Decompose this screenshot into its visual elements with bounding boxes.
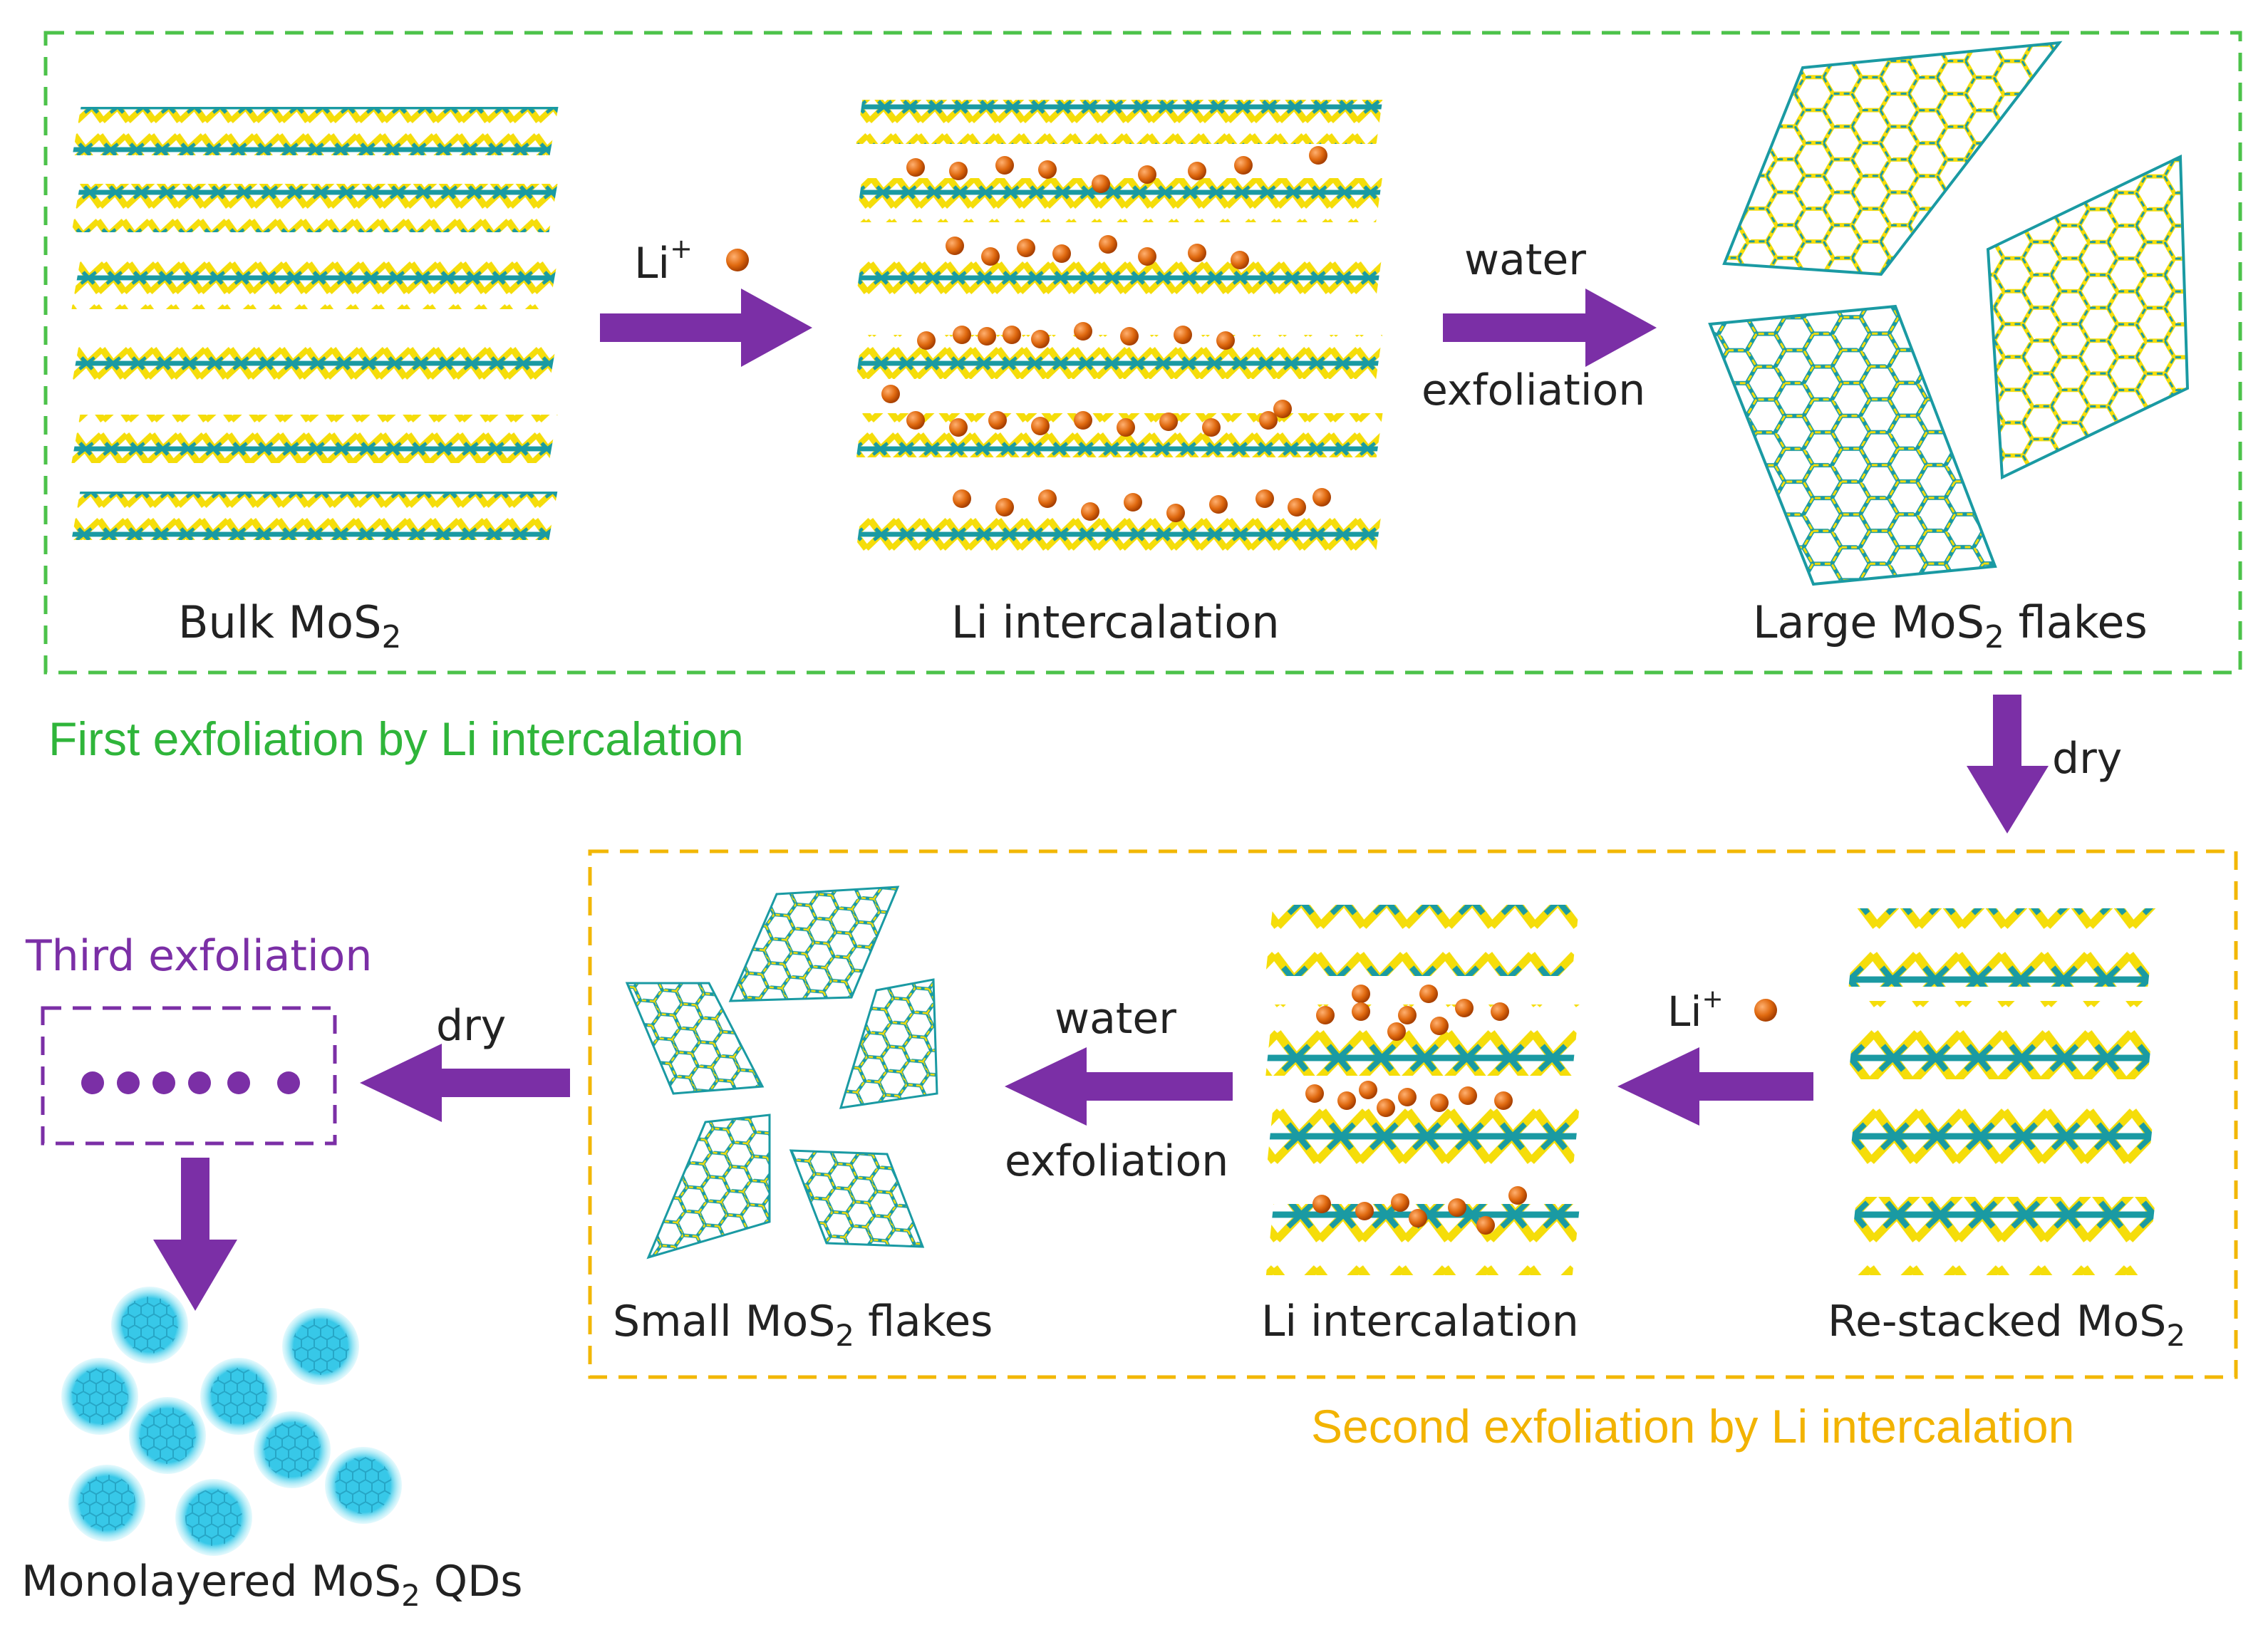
dry-arrow-right xyxy=(1967,695,2049,834)
li-arrow-top xyxy=(600,249,812,367)
down-arrow-qd xyxy=(153,1158,237,1311)
li-intercalation-stack-top xyxy=(855,100,1383,554)
large-flake-2 xyxy=(1708,304,1997,586)
water-label-top: water xyxy=(1464,235,1586,285)
first-exfoliation-caption: First exfoliation by Li intercalation xyxy=(48,712,744,765)
quantum-dot xyxy=(175,1479,252,1556)
large-flake-1 xyxy=(1722,41,2063,276)
small-mos2-flakes xyxy=(625,886,938,1260)
water-exfoliation-arrow-bottom xyxy=(1005,1047,1233,1126)
small-flake-4 xyxy=(646,1113,771,1260)
first-exfoliation-box xyxy=(43,31,2242,675)
quantum-dot xyxy=(129,1397,206,1474)
quantum-dot xyxy=(200,1358,277,1435)
li-intercalation-bottom-label: Li intercalation xyxy=(1261,1297,1579,1346)
quantum-dot xyxy=(325,1447,402,1524)
li-ions-bottom xyxy=(1305,985,1527,1235)
dry-arrow-left xyxy=(360,1044,570,1122)
third-exfoliation-title: Third exfoliation xyxy=(25,931,372,981)
quantum-dot xyxy=(254,1411,331,1488)
water-label-bottom: water xyxy=(1055,994,1176,1044)
small-flakes-label: Small MoS2 flakes xyxy=(613,1297,993,1353)
li-ion-icon-bottom xyxy=(1754,999,1777,1022)
quantum-dot xyxy=(68,1465,145,1542)
li-intercalation-top-label: Li intercalation xyxy=(951,596,1280,648)
quantum-dot xyxy=(61,1358,138,1435)
qd-label: Monolayered MoS2 QDs xyxy=(21,1557,523,1613)
restacked-mos2-stack xyxy=(1848,908,2156,1275)
water-exfoliation-arrow-top xyxy=(1443,289,1657,367)
quantum-dots xyxy=(61,1287,402,1556)
li-intercalation-stack-bottom xyxy=(1265,905,1580,1275)
second-exfoliation-box xyxy=(588,849,2238,1379)
li-arrow-top-label: Li+ xyxy=(634,233,693,289)
small-flake-1 xyxy=(728,886,900,1002)
small-flake-2 xyxy=(625,982,765,1095)
li-ion-icon xyxy=(726,249,749,271)
large-flake-3 xyxy=(1986,154,2190,480)
quantum-dot xyxy=(282,1308,359,1385)
second-exfoliation-caption: Second exfoliation by Li intercalation xyxy=(1311,1400,2074,1453)
small-flake-3 xyxy=(839,978,938,1109)
exfoliation-label-bottom: exfoliation xyxy=(1005,1136,1228,1186)
third-exfoliation-box xyxy=(41,1006,337,1146)
small-flake-5 xyxy=(789,1149,925,1248)
large-flakes-label: Large MoS2 flakes xyxy=(1753,596,2148,655)
bulk-mos2-stack xyxy=(71,107,559,540)
li-ions-top xyxy=(881,146,1331,522)
restacked-label: Re-stacked MoS2 xyxy=(1828,1297,2185,1353)
large-mos2-flakes xyxy=(1708,41,2190,586)
dry-label-right: dry xyxy=(2052,734,2122,784)
li-arrow-bottom xyxy=(1617,999,1813,1126)
exfoliation-label-top: exfoliation xyxy=(1422,365,1645,415)
bulk-mos2-label: Bulk MoS2 xyxy=(178,596,401,655)
quantum-dot xyxy=(111,1287,188,1364)
li-arrow-bottom-label: Li+ xyxy=(1667,985,1724,1036)
dry-label-left: dry xyxy=(436,1001,506,1051)
dots-row xyxy=(81,1071,300,1094)
